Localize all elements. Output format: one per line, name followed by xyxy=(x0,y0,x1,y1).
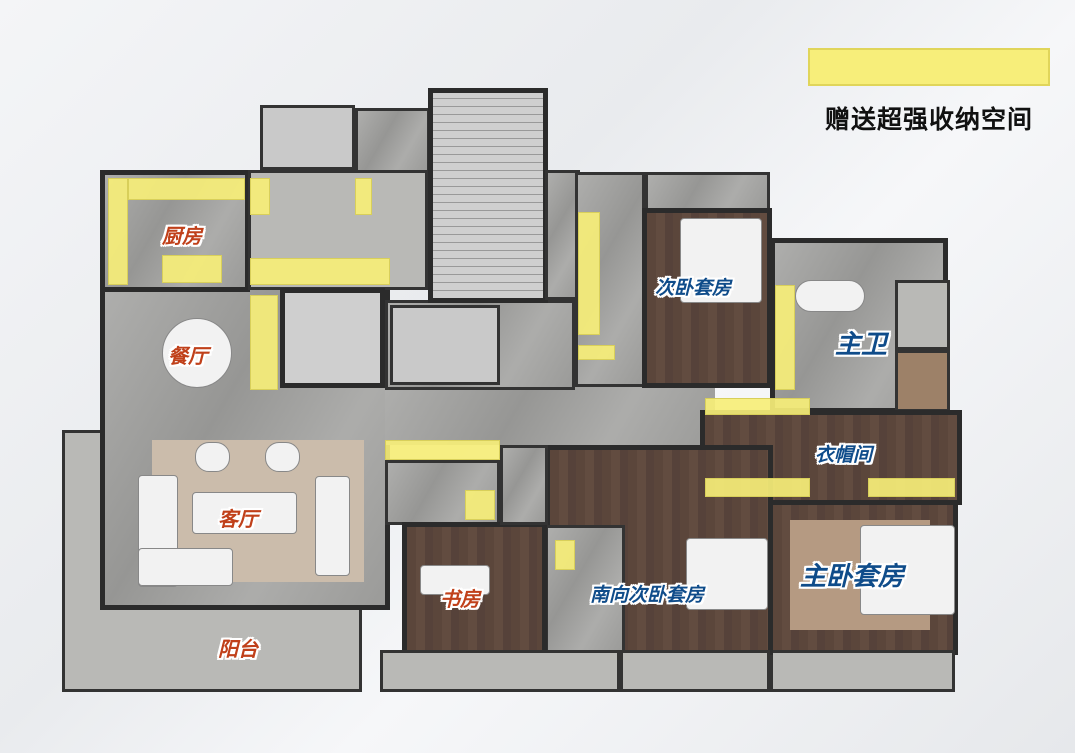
coffee-table xyxy=(192,492,297,534)
master-bath-sauna xyxy=(895,350,950,412)
storage-closet-top xyxy=(705,398,810,415)
storage-laundry-counter xyxy=(250,258,390,285)
entry-hall xyxy=(390,305,500,385)
south-bedroom-bed xyxy=(686,538,768,610)
label-walk-in-closet: 衣帽间 xyxy=(815,444,873,466)
study-desk xyxy=(420,565,490,595)
bathtub xyxy=(795,280,865,312)
legend-text: 赠送超强收纳空间 xyxy=(824,105,1033,134)
storage-kitchen-island xyxy=(162,255,222,283)
storage-corridor xyxy=(385,440,500,460)
label-living: 客厅 xyxy=(218,507,258,531)
storage-second-bath xyxy=(578,212,600,335)
storage-second-bath-vanity xyxy=(578,345,615,360)
storage-laundry-left xyxy=(250,178,270,215)
dining-table xyxy=(162,318,232,388)
service-balcony xyxy=(260,105,355,170)
storage-study-bath xyxy=(465,490,495,520)
storage-closet-bottom-right xyxy=(868,478,955,497)
label-master-bath: 主卫 xyxy=(835,330,888,360)
master-bedroom-bay xyxy=(770,650,955,692)
storage-kitchen-top xyxy=(128,178,245,200)
stair-core xyxy=(428,88,548,303)
storage-utility xyxy=(355,178,372,215)
label-balcony: 阳台 xyxy=(218,637,258,661)
master-bed xyxy=(860,525,955,615)
hall-storage xyxy=(500,445,548,525)
master-bath-wc xyxy=(895,280,950,350)
sofa-bottom xyxy=(138,548,233,586)
elevator xyxy=(280,288,385,388)
legend-swatch xyxy=(808,48,1050,86)
utility-room xyxy=(355,108,430,173)
label-dining: 餐厅 xyxy=(168,344,208,368)
storage-kitchen-left xyxy=(108,178,128,285)
storage-south-bath xyxy=(555,540,575,570)
second-bedroom-bed xyxy=(680,218,762,303)
storage-master-bath xyxy=(775,285,795,390)
armchair-left xyxy=(195,442,230,472)
label-master-bedroom: 主卧套房 xyxy=(800,562,905,592)
south-bedroom-bay xyxy=(620,650,770,692)
storage-dining-cabinet xyxy=(250,295,278,390)
label-second-bedroom: 次卧套房 xyxy=(655,277,732,299)
label-kitchen: 厨房 xyxy=(162,224,202,248)
storage-closet-bottom-left xyxy=(705,478,810,497)
armchair-right xyxy=(265,442,300,472)
second-bedroom-bay xyxy=(645,172,770,212)
sofa-right xyxy=(315,476,350,576)
corridor-area xyxy=(385,385,715,445)
label-study: 书房 xyxy=(440,587,480,611)
study-bay xyxy=(380,650,620,692)
label-south-second-bedroom: 南向次卧套房 xyxy=(590,584,705,606)
